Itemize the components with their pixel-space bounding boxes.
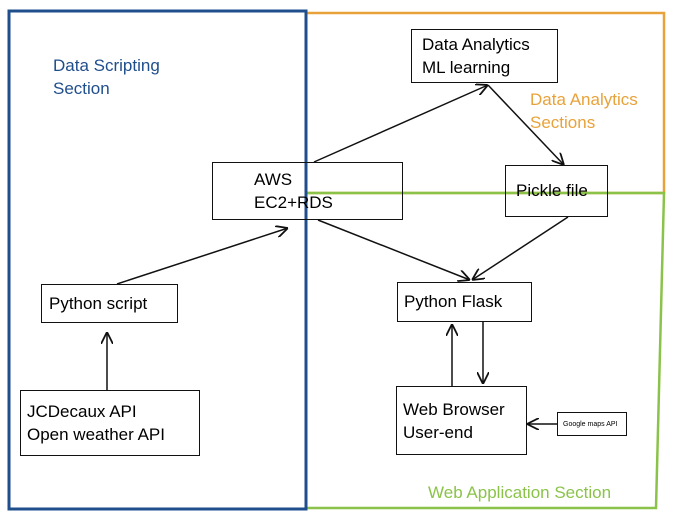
analytics-title-line2: Sections [530, 113, 596, 132]
apis-line1: JCDecaux API [27, 402, 137, 421]
webapp-section-title: Web Application Section [428, 483, 612, 502]
arrow-analytics-to-pickle [487, 84, 564, 165]
web-browser-line2: User-end [403, 423, 473, 442]
arrow-aws-to-flask [317, 219, 470, 280]
scripting-title-line1: Data Scripting [53, 56, 160, 75]
analytics-section-title: Data Analytics Sections [530, 88, 638, 134]
web-browser-line1: Web Browser [403, 400, 505, 419]
analytics-ml-line2: ML learning [422, 58, 511, 77]
python-flask-label: Python Flask [404, 292, 503, 311]
analytics-ml-line1: Data Analytics [422, 35, 530, 54]
pickle-file-label: Pickle file [516, 181, 588, 200]
aws-line1: AWS [254, 170, 293, 189]
web-browser-box: Web Browser User-end [396, 386, 527, 455]
apis-box: JCDecaux API Open weather API [20, 390, 200, 456]
aws-box: AWS EC2+RDS [212, 162, 403, 220]
google-maps-api-label: Google maps API [563, 421, 618, 428]
python-script-box: Python script [41, 284, 178, 323]
scripting-section-title: Data Scripting Section [53, 54, 160, 100]
arrow-script-to-aws [116, 228, 288, 285]
webapp-section-border [306, 191, 666, 510]
analytics-ml-box: Data Analytics ML learning [411, 29, 558, 83]
google-maps-api-box: Google maps API [557, 412, 627, 436]
pickle-file-box: Pickle file [505, 165, 608, 217]
apis-line2: Open weather API [27, 425, 165, 444]
scripting-section-border [7, 9, 308, 511]
analytics-title-line1: Data Analytics [530, 90, 638, 109]
aws-line2: EC2+RDS [254, 193, 333, 212]
python-script-label: Python script [49, 294, 148, 313]
python-flask-box: Python Flask [397, 282, 532, 322]
arrow-aws-to-analytics [313, 85, 488, 163]
scripting-title-line2: Section [53, 79, 110, 98]
arrow-pickle-to-flask [472, 216, 569, 280]
